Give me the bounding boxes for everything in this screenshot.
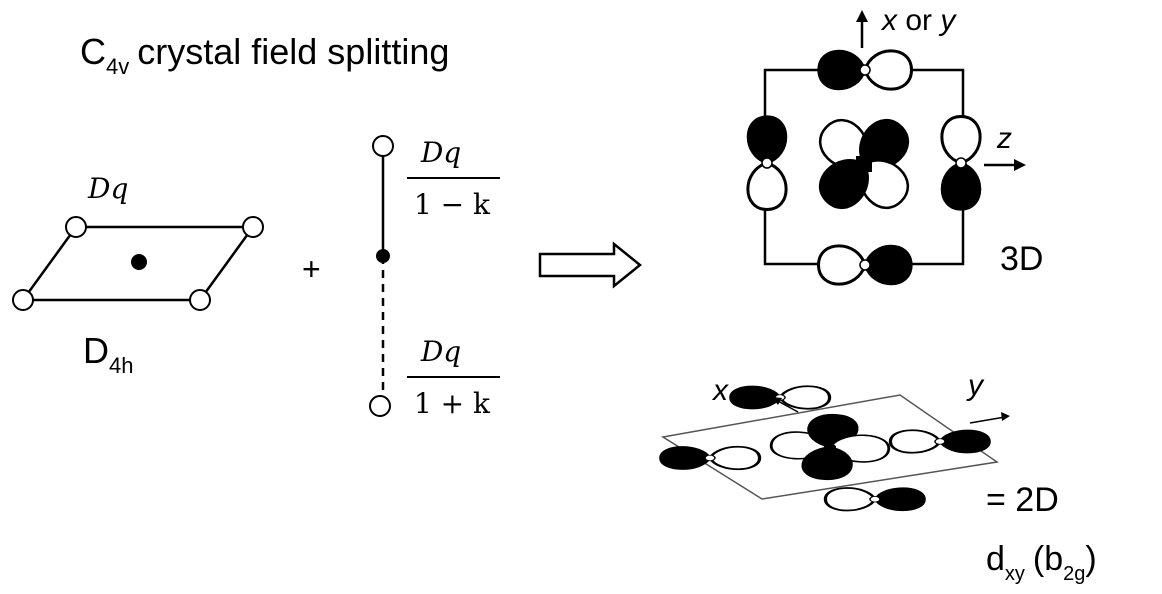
axis-vertical-or: or (905, 4, 932, 37)
axis-vertical-var2: y (938, 4, 957, 37)
ligand-bottom (817, 244, 913, 286)
orbital-symmetry-label: dxy (b2g) (986, 540, 1097, 585)
ligand-site (12, 289, 34, 311)
title-rest: crystal field splitting (137, 31, 449, 72)
top-fraction-denominator: 1 − k (414, 188, 491, 221)
orbital-2d: x y = 2D dxy (b2g) (659, 369, 1097, 585)
ligand-right (940, 115, 982, 211)
diagram-title: C4v crystal field splitting (80, 31, 449, 79)
plane-outline (660, 394, 999, 500)
label-2d: = 2D (986, 481, 1059, 519)
axis-y-arrowhead (1001, 412, 1010, 421)
axial-site-bottom (369, 395, 391, 417)
axis-x-arrowhead (772, 397, 782, 405)
top-fraction-numerator: Dq (420, 136, 461, 169)
bottom-fraction-denominator: 1 + k (414, 387, 491, 420)
irrep-close: ) (1085, 540, 1096, 578)
bottom-fraction-numerator: Dq (420, 335, 461, 368)
irrep-subscript: 2g (1063, 563, 1085, 585)
axial-ligands: Dq 1 − k Dq 1 + k (369, 135, 500, 420)
ligand-site (242, 216, 264, 238)
axis-vertical-var: x (880, 4, 898, 37)
axial-central-ion (376, 249, 390, 263)
plus-sign: + (302, 251, 321, 287)
d4h-square: Dq D4h (12, 172, 264, 378)
axis-vertical-arrowhead (856, 10, 868, 22)
axis-horizontal-label: z (996, 122, 1012, 155)
orbital-3d: x or y (746, 4, 1043, 286)
axis-x-label: x (711, 374, 729, 407)
ligand-top (817, 49, 913, 91)
d4h-main: D (83, 330, 109, 371)
orbital-d: d (986, 540, 1005, 578)
plane-orbitals (659, 384, 991, 513)
implies-arrow (538, 241, 642, 289)
ligand-left (746, 115, 788, 211)
d4h-label: D4h (83, 330, 133, 378)
axis-y-label: y (966, 369, 985, 402)
axis-horizontal-arrowhead (1014, 159, 1026, 171)
axis-vertical-label: x or y (880, 4, 957, 37)
label-3d: 3D (1000, 240, 1043, 278)
ligand-site (65, 216, 87, 238)
title-main: C (80, 31, 106, 72)
ligand-site (189, 289, 211, 311)
title-subscript: 4v (106, 54, 129, 79)
orbital-subscript: xy (1005, 563, 1025, 585)
central-d-orbital (810, 110, 918, 218)
irrep-open: (b (1033, 540, 1063, 578)
axial-site-top (372, 135, 394, 157)
d4h-subscript: 4h (109, 353, 133, 378)
square-edge-label: Dq (87, 172, 128, 205)
central-ion (131, 254, 147, 270)
axis-y-line (969, 416, 1006, 424)
